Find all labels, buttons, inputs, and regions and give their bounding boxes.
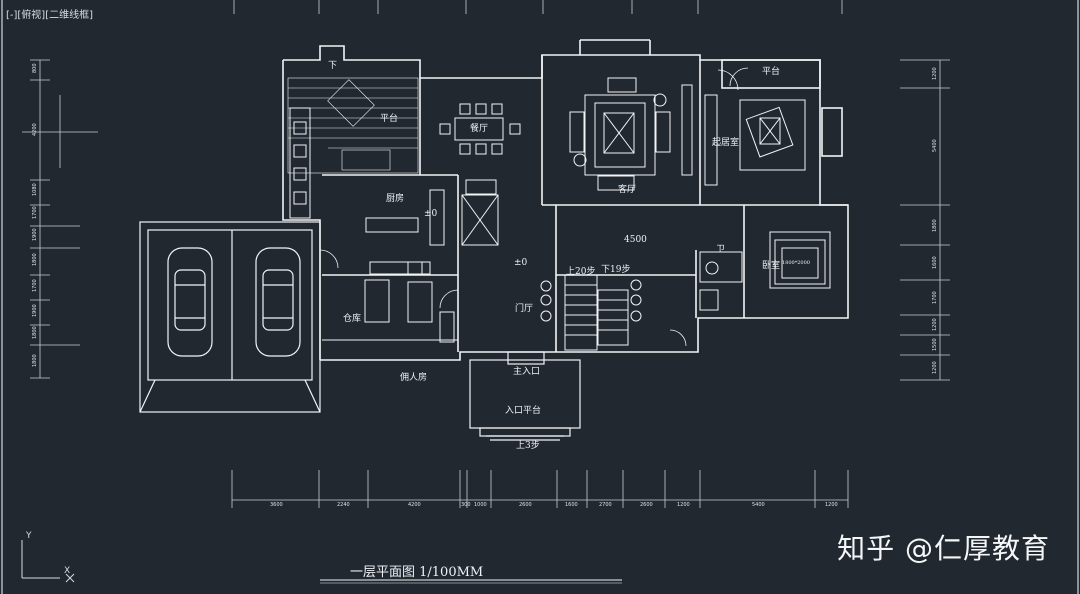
- label-dining: 餐厅: [470, 122, 488, 134]
- dim-right: 1200: [932, 67, 938, 80]
- label-sitting: 起居室: [712, 136, 739, 148]
- dim-left: 1080: [32, 183, 38, 196]
- dim-bottom: 2240: [337, 502, 350, 508]
- kitchen: [365, 189, 445, 275]
- left-dim-labels: 800 4200 1080 1700 1900 1800 1700 1900 1…: [32, 63, 38, 367]
- stair-core: [461, 179, 629, 351]
- drawing-title: 一层平面图 1/100MM: [350, 565, 483, 580]
- right-dim-labels: 1200 5400 1800 1600 1700 1200 1500 1200: [932, 67, 938, 374]
- label-kitchen-level: ±0: [424, 209, 438, 219]
- bedroom: [699, 231, 831, 311]
- label-bedroom: 卧室: [762, 259, 780, 271]
- dim-bottom: 2600: [640, 502, 653, 508]
- label-up-stairs: 上20步: [566, 266, 595, 277]
- label-platform-left: 平台: [380, 112, 398, 124]
- dim-bottom: 4200: [408, 502, 421, 508]
- dim-bottom: 2600: [519, 502, 532, 508]
- entry-platform: [469, 351, 581, 441]
- label-up-3-steps: 上3步: [516, 440, 540, 451]
- bottom-dimension-lines: [231, 470, 849, 508]
- door-swings: [319, 67, 749, 347]
- label-bath: 卫: [716, 245, 725, 255]
- ucs-y-label: Y: [25, 531, 32, 541]
- dim-right: 1700: [932, 291, 938, 304]
- bottom-dim-labels: 3600 2240 4200 300 1000 2600 1600 2700 2…: [270, 502, 838, 508]
- garage: [139, 221, 321, 413]
- dim-right: 1800: [932, 219, 938, 232]
- dim-left: 1900: [32, 228, 38, 241]
- label-storage: 仓库: [343, 312, 361, 324]
- foyer-fixtures: [540, 279, 642, 322]
- watermark: 知乎 @仁厚教育: [837, 532, 1050, 565]
- dim-bottom: 2700: [599, 502, 612, 508]
- dim-right: 1500: [932, 338, 938, 351]
- storage-servant: [322, 279, 458, 343]
- top-axis-ticks: [233, 0, 843, 14]
- dim-bottom: 1200: [677, 502, 690, 508]
- dim-left: 1900: [32, 304, 38, 317]
- dim-bottom: 1600: [565, 502, 578, 508]
- sitting-furniture: [704, 94, 806, 186]
- dim-bottom: 1200: [825, 502, 838, 508]
- label-entry-platform: 入口平台: [505, 404, 541, 416]
- label-foyer: 门厅: [515, 302, 533, 314]
- dim-bottom: 300: [461, 502, 471, 508]
- room-labels: 平台 下 餐厅 客厅 起居室 平台 厨房 ±0 仓库 佣人房 ±0 门厅 上20…: [328, 61, 810, 451]
- right-dimension-lines: [900, 59, 950, 381]
- label-living: 客厅: [618, 183, 636, 195]
- label-foyer-level: ±0: [514, 258, 528, 268]
- label-bed-size: 1800*2000: [782, 260, 810, 266]
- dim-left: 1700: [32, 206, 38, 219]
- label-down-stairs: 下19步: [601, 264, 630, 275]
- dim-left: 4200: [32, 123, 38, 136]
- dim-bottom: 1000: [474, 502, 487, 508]
- ucs-x-label: X: [64, 566, 70, 576]
- label-platform-right: 平台: [762, 65, 780, 77]
- dim-bottom: 5400: [752, 502, 765, 508]
- ucs-axes: [21, 540, 75, 583]
- dim-left: 1700: [32, 279, 38, 292]
- dim-left: 1800: [32, 326, 38, 339]
- terrace-deck: [287, 77, 419, 174]
- label-top-down: 下: [328, 61, 337, 71]
- label-living-level: 4500: [624, 235, 647, 245]
- dim-left: 1800: [32, 354, 38, 367]
- dining-table: [439, 103, 521, 155]
- label-servant: 佣人房: [400, 371, 427, 383]
- left-dimension-lines: [22, 59, 98, 379]
- viewport-label[interactable]: [-][俯视][二维线框]: [6, 10, 94, 21]
- dim-right: 5400: [932, 139, 938, 152]
- label-kitchen: 厨房: [386, 192, 404, 204]
- dim-right: 1200: [932, 318, 938, 331]
- left-column-stack: [289, 107, 311, 219]
- dim-right: 1600: [932, 256, 938, 269]
- living-furniture: [569, 77, 693, 191]
- dim-left: 1800: [32, 253, 38, 266]
- dim-bottom: 3600: [270, 502, 283, 508]
- label-main-entry: 主入口: [513, 365, 540, 377]
- dim-right: 1200: [932, 361, 938, 374]
- dim-left: 800: [32, 63, 38, 73]
